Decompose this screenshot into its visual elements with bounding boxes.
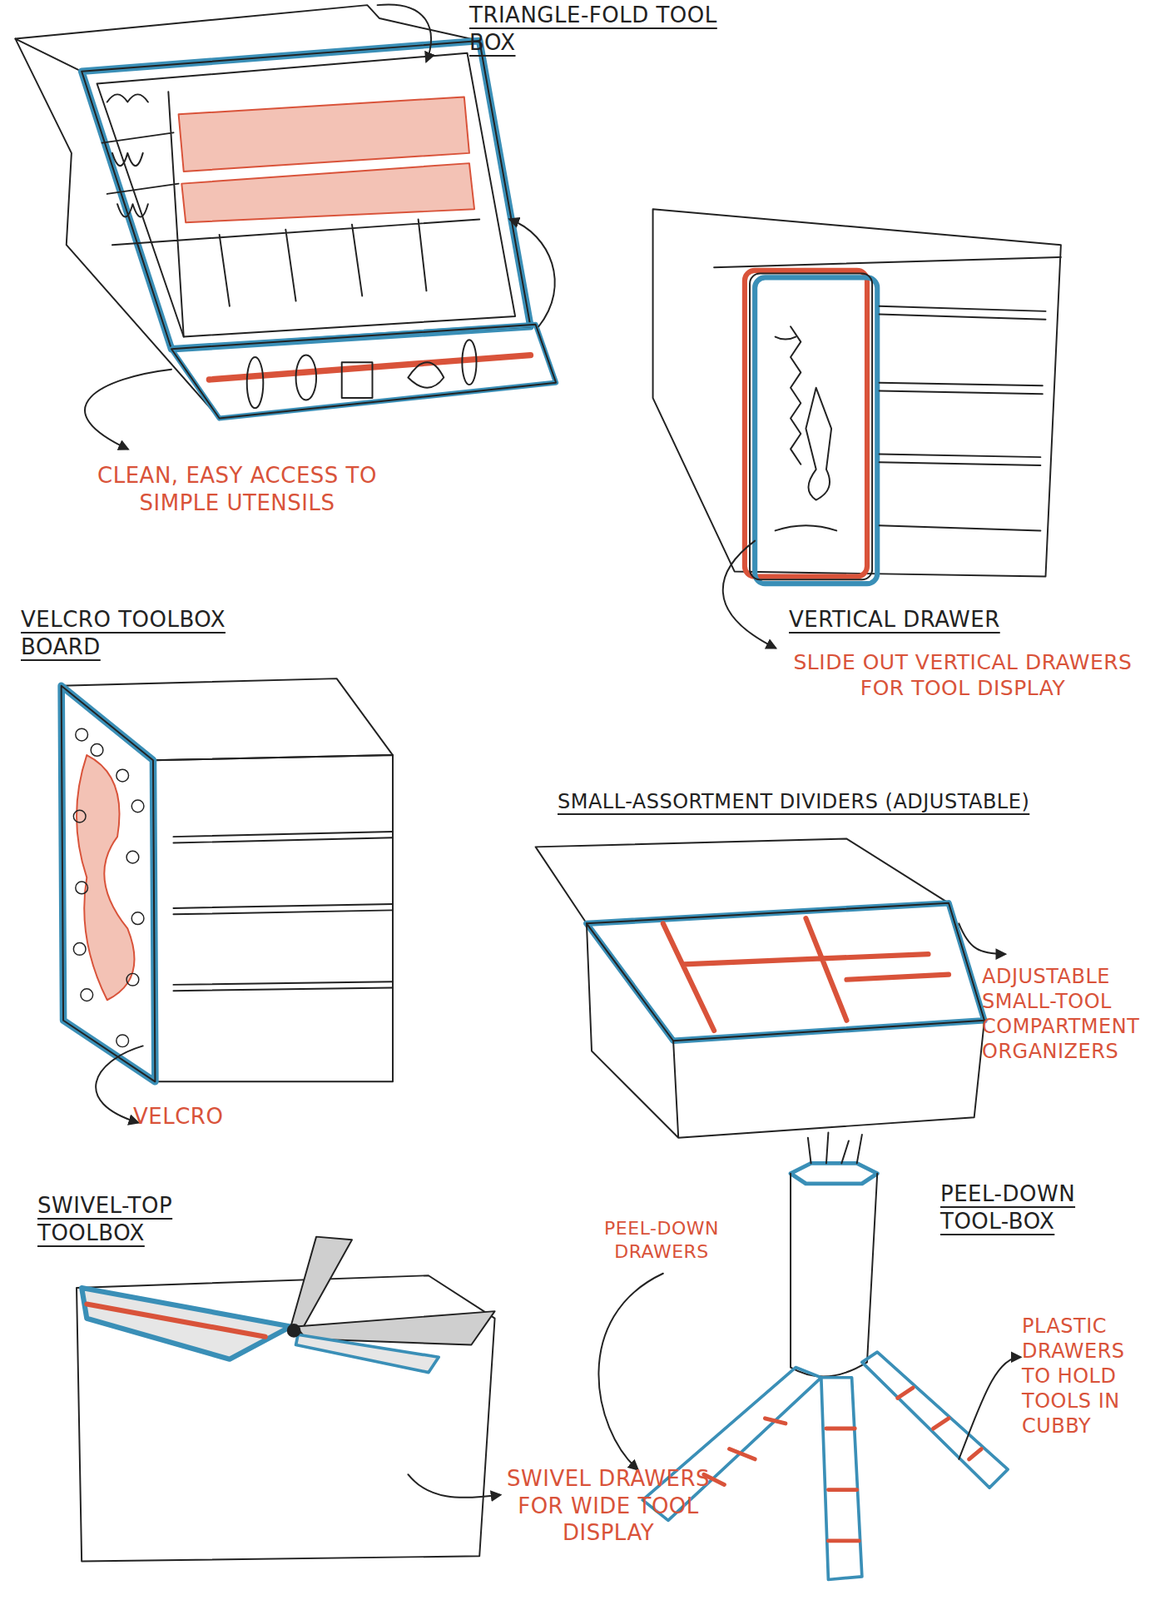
sketch-title: PEEL-DOWN TOOL-BOX	[940, 1179, 1149, 1235]
annotation-note: PLASTIC DRAWERS TO HOLD TOOLS IN CUBBY	[1021, 1313, 1160, 1438]
annotation-note: PEEL-DOWN DRAWERS	[582, 1216, 741, 1263]
sketch-title: TRIANGLE-FOLD TOOL BOX	[469, 1, 719, 56]
velcro-board-cabinet	[61, 678, 393, 1122]
divider-box	[535, 838, 1006, 1138]
triangle-fold-toolbox	[14, 4, 556, 449]
annotation-note: ADJUSTABLE SMALL-TOOL COMPARTMENT ORGANI…	[981, 963, 1159, 1064]
sketch-title: VELCRO TOOLBOX BOARD	[20, 605, 271, 660]
annotation-note: SWIVEL DRAWERS FOR WIDE TOOL DISPLAY	[495, 1464, 721, 1547]
annotation-note: VELCRO	[133, 1102, 267, 1131]
sketch-title: SMALL-ASSORTMENT DIVIDERS (ADJUSTABLE)	[557, 788, 1141, 814]
annotation-note: SLIDE OUT VERTICAL DRAWERS FOR TOOL DISP…	[775, 649, 1151, 702]
swivel-top-toolbox	[76, 1236, 501, 1562]
annotation-note: CLEAN, EASY ACCESS TO SIMPLE UTENSILS	[79, 461, 396, 516]
vertical-drawer-cabinet	[653, 208, 1061, 648]
sketch-title: VERTICAL DRAWER	[788, 605, 1064, 634]
sketch-title: SWIVEL-TOP TOOLBOX	[37, 1191, 229, 1246]
